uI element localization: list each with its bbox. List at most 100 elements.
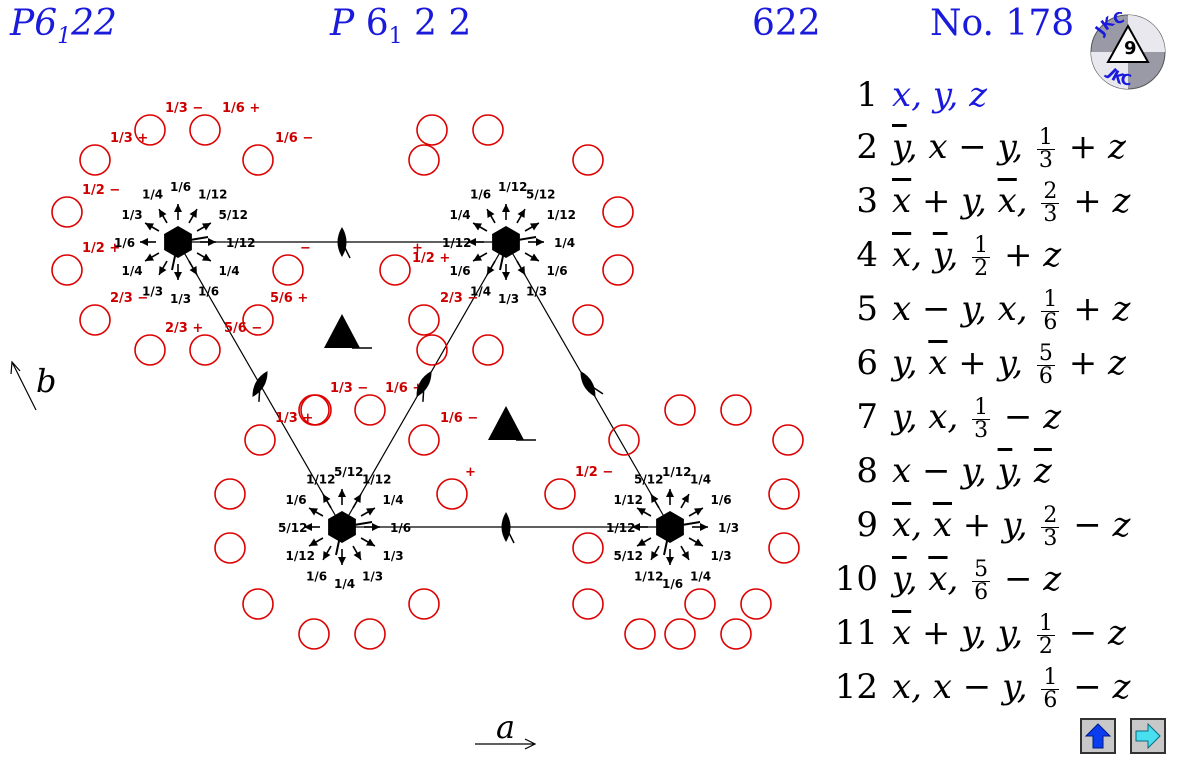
arrowhead [517,209,525,219]
arrow-height-label: 1/12 [286,549,315,563]
position-circle [354,394,386,426]
arrowhead [651,494,659,504]
arrow-height-label: 1/3 [170,292,191,306]
arrow-height-label: 1/12 [442,236,471,250]
point-group: 622 [752,3,821,44]
arrowhead [700,523,708,531]
arrowhead [632,523,640,531]
arrow-height-label: 1/4 [334,577,355,591]
position-circle [79,304,111,336]
arrowhead [208,238,216,246]
position-height-label: 2/3 − [110,291,148,306]
arrowhead [473,223,483,231]
position-circle [624,618,656,650]
arrow-height-label: 1/3 [718,521,739,535]
position-circle [79,144,111,176]
arrow-height-label: 1/12 [662,465,691,479]
arrowhead [487,209,495,219]
position-circle [572,588,604,620]
arrowhead [651,550,659,560]
position-circle [51,254,83,286]
arrow-height-label: 1/12 [614,493,643,507]
arrowhead [365,538,375,546]
position-circle [602,254,634,286]
position-circle [379,254,411,286]
axis-a: a [475,708,537,750]
space-group-number: No. 178 [930,3,1075,44]
position-height-label: 1/6 − [440,411,478,426]
position-circle [416,334,448,366]
position-circle [214,478,246,510]
twofold-screw-axis [337,227,351,259]
position-circle [189,334,221,366]
arrow-height-label: 1/3 [383,549,404,563]
arrowhead [536,238,544,246]
position-circle [408,304,440,336]
arrow-height-label: 1/6 [170,180,191,194]
up-button[interactable] [1080,718,1116,754]
position-circle [214,532,246,564]
symmetry-diagram: 1/3 −1/6 +1/3 +1/6 −1/2 −1/2 +2/3 −5/6 +… [10,101,804,750]
position-circle [720,618,752,650]
position-height-label: − [300,241,311,256]
arrow-height-label: 1/12 [606,521,635,535]
position-circle [544,478,576,510]
arrowhead [365,508,375,516]
arrow-height-label: 5/12 [219,208,248,222]
position-circle [408,588,440,620]
next-button[interactable] [1130,718,1166,754]
position-circle [408,144,440,176]
arrowhead [681,550,689,560]
arrow-height-label: 1/12 [634,570,663,584]
position-circle [242,144,274,176]
threefold-screw-axis [324,314,360,348]
position-circle [134,114,166,146]
position-circle [768,478,800,510]
position-circle [572,144,604,176]
twofold-screw-axis [501,512,515,544]
position-height-label: + [465,465,476,480]
arrow-height-label: 1/6 [390,521,411,535]
arrowhead [693,508,703,516]
position-height-label: 1/3 + [275,411,313,426]
axis-b: b [10,360,56,411]
arrow-height-label: 1/6 [450,264,471,278]
arrowhead [189,209,197,219]
arrow-height-label: 5/12 [614,549,643,563]
arrowhead [353,494,361,504]
arrow-height-label: 1/12 [547,208,576,222]
arrow-height-label: 5/12 [334,465,363,479]
position-height-label: 1/6 − [275,131,313,146]
position-circle [354,618,386,650]
position-circle [684,588,716,620]
arrow-height-label: 5/12 [526,188,555,202]
position-circle [572,532,604,564]
position-circle [189,114,221,146]
screw-axis-arrows: 1/31/41/61/125/121/121/41/61/31/31/41/61… [114,180,739,591]
arrow-height-label: 1/6 [711,493,732,507]
position-circle [772,424,804,456]
arrow-height-label: 1/4 [383,493,404,507]
arrowhead [174,204,182,212]
arrowhead [353,550,361,560]
position-circle [244,424,276,456]
arrow-height-label: 5/12 [278,521,307,535]
position-circle [408,424,440,456]
arrowhead [693,538,703,546]
arrow-height-label: 1/3 [122,208,143,222]
arrow-height-label: 1/3 [711,549,732,563]
twofold-screw-axis [416,371,432,402]
axis-a-label: a [496,708,515,746]
position-height-label: 5/6 − [224,321,262,336]
position-circle [572,304,604,336]
arrowhead [338,489,346,497]
twofold-screw-axis [252,371,268,402]
position-height-label: 5/6 + [270,291,308,306]
arrow-height-label: 1/3 [526,285,547,299]
position-height-label: 1/2 − [575,465,613,480]
